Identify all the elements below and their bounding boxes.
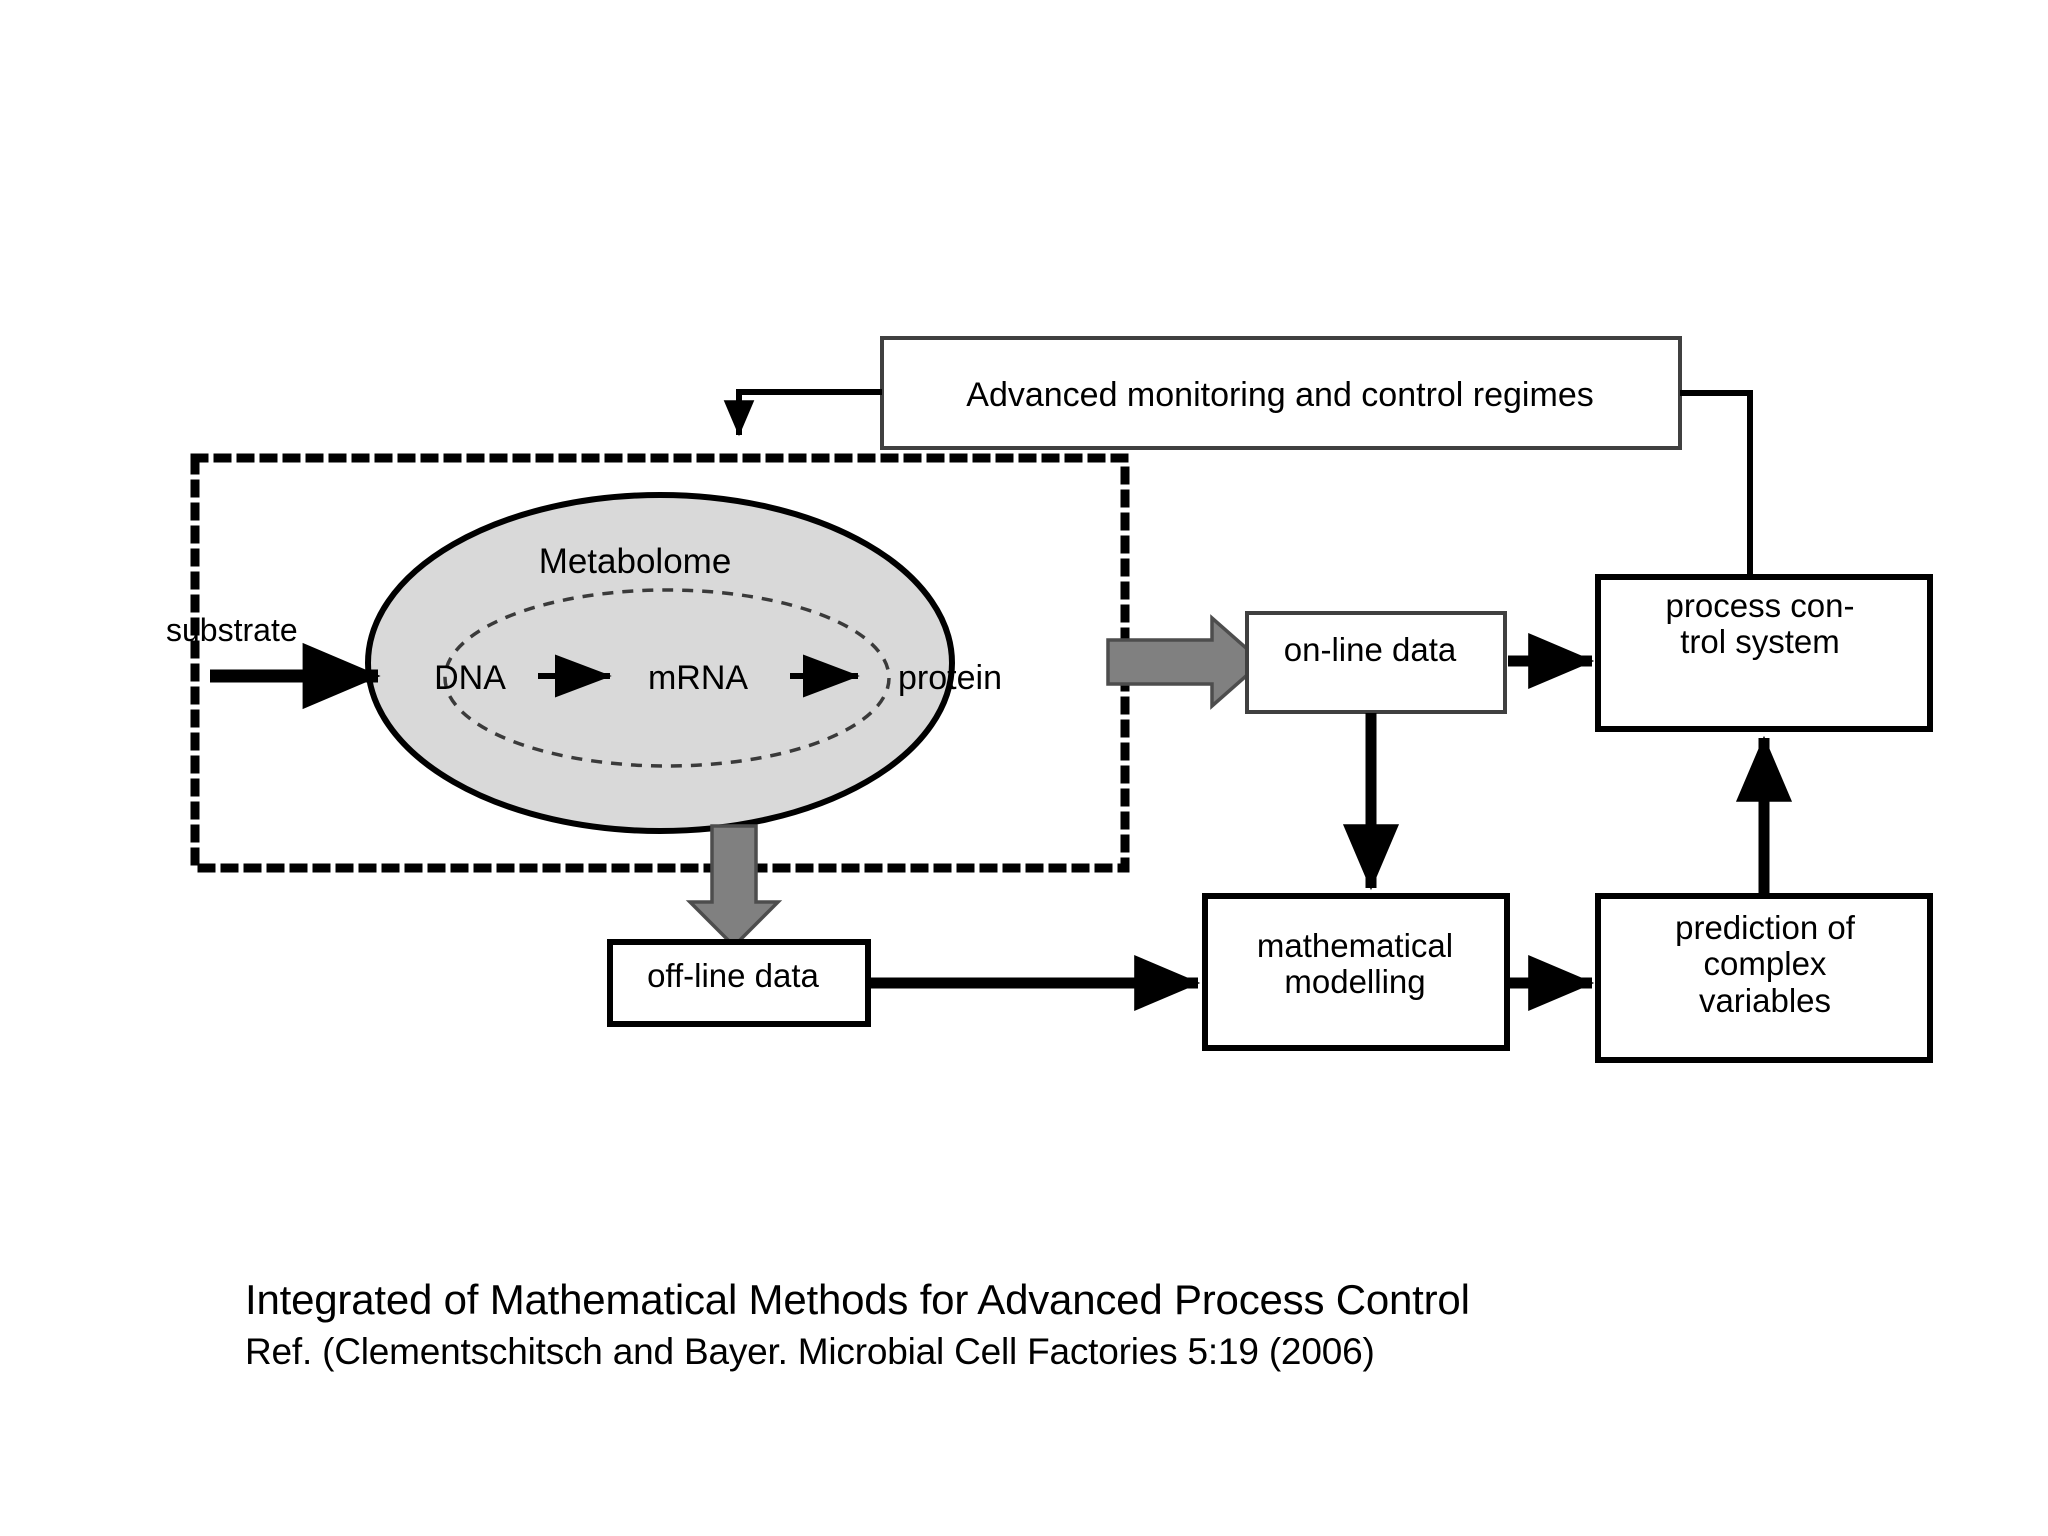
- slide-caption: Integrated of Mathematical Methods for A…: [245, 1275, 1845, 1374]
- genome-inner-ellipse: [443, 588, 891, 768]
- connector-advanced-to-process-control: [1680, 390, 1753, 577]
- block-arrow-online: [1106, 614, 1265, 710]
- mathematical-modelling-box[interactable]: [1202, 893, 1510, 1051]
- process-flow-diagram: [190, 336, 1933, 1063]
- prediction-box[interactable]: [1595, 893, 1933, 1063]
- offline-data-box[interactable]: [607, 939, 871, 1027]
- metabolome-ellipse: [365, 492, 955, 834]
- connector-advanced-to-bioreactor: [723, 389, 882, 437]
- advanced-monitoring-box[interactable]: [880, 336, 1682, 450]
- block-arrow-offline: [685, 824, 783, 949]
- online-data-box[interactable]: [1245, 611, 1507, 714]
- caption-title: Integrated of Mathematical Methods for A…: [245, 1276, 1470, 1323]
- process-control-box[interactable]: [1595, 574, 1933, 732]
- caption-reference: Ref. (Clementschitsch and Bayer. Microbi…: [245, 1330, 1375, 1372]
